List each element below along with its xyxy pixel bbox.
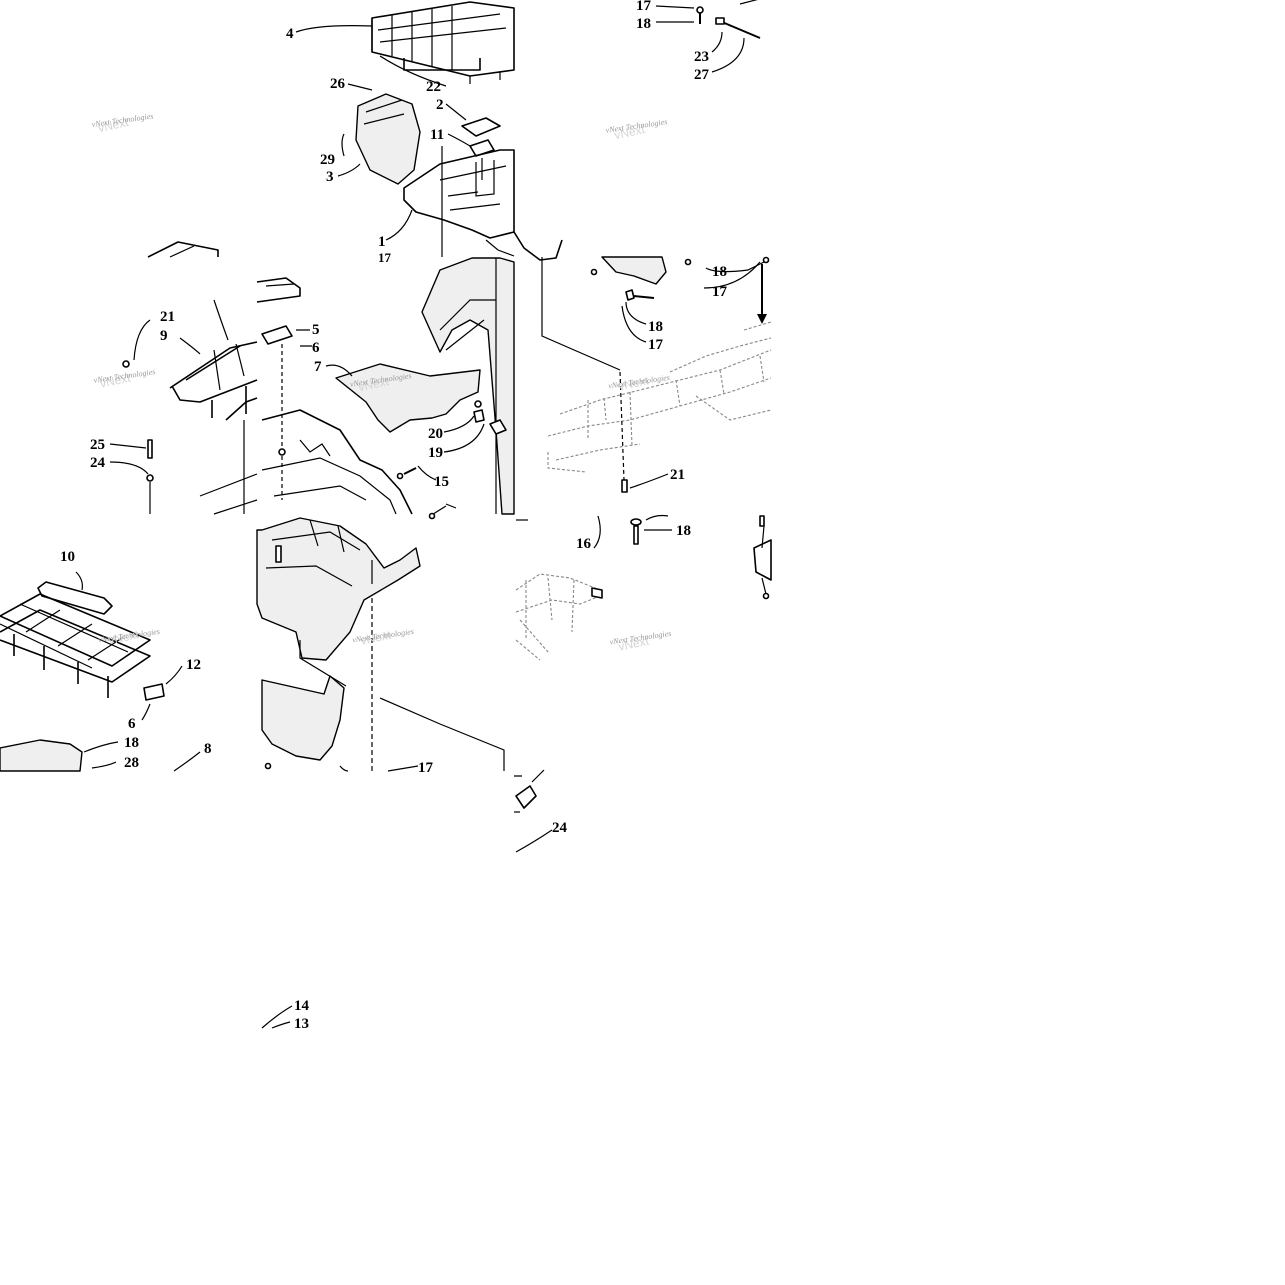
callout-17-r2: 17 bbox=[648, 337, 664, 353]
callout-1: 1 bbox=[378, 234, 386, 250]
grip-bar-10 bbox=[37, 571, 113, 615]
callout-23: 23 bbox=[694, 49, 709, 65]
callout-16: 16 bbox=[576, 536, 592, 552]
callout-20: 20 bbox=[428, 426, 443, 442]
callout-22: 22 bbox=[426, 79, 441, 95]
callout-4: 4 bbox=[286, 26, 294, 42]
callout-21-left: 21 bbox=[160, 309, 175, 325]
callout-6-mid: 6 bbox=[312, 340, 320, 356]
front-body-low-left bbox=[0, 739, 201, 772]
watermark-6: vNext vNext Technologies bbox=[98, 627, 161, 648]
callout-17-low: 17 bbox=[418, 760, 434, 776]
watermark-8: vNext vNext Technologies bbox=[609, 629, 672, 654]
bolts-18-17-right bbox=[590, 256, 770, 343]
rear-rack-low bbox=[0, 593, 183, 721]
chassis-frame bbox=[547, 321, 772, 493]
callout-17-top: 17 bbox=[636, 0, 652, 14]
rack-corner-mid-left bbox=[147, 241, 219, 258]
callout-12: 12 bbox=[186, 657, 201, 673]
callout-26: 26 bbox=[330, 76, 346, 92]
svg-text:vNext: vNext bbox=[617, 373, 651, 393]
callout-19: 19 bbox=[428, 445, 443, 461]
callout-27: 27 bbox=[694, 67, 710, 83]
front-rack-end bbox=[256, 277, 301, 303]
callout-18-low: 18 bbox=[124, 735, 139, 751]
callout-21-right: 21 bbox=[670, 467, 685, 483]
callout-18-r2: 18 bbox=[648, 319, 663, 335]
callout-6-low: 6 bbox=[128, 716, 136, 732]
body-rear-top-right bbox=[513, 231, 563, 261]
callout-5: 5 bbox=[312, 322, 320, 338]
screw-15 bbox=[396, 465, 437, 481]
callout-29: 29 bbox=[320, 152, 335, 168]
callout-17-seam: 17 bbox=[378, 250, 392, 265]
svg-text:vNext: vNext bbox=[99, 371, 133, 391]
front-body-edge-mid-left bbox=[199, 397, 258, 515]
leaders-14-13 bbox=[261, 1005, 293, 1029]
rack-spacer-5-6 bbox=[261, 325, 312, 500]
frame-lower bbox=[515, 573, 603, 661]
splash-guard bbox=[261, 598, 505, 772]
callout-11: 11 bbox=[430, 127, 444, 143]
body-rear-top bbox=[403, 146, 515, 257]
svg-text:vNext: vNext bbox=[357, 374, 391, 394]
svg-text:vNext: vNext bbox=[359, 628, 393, 648]
bracket-right bbox=[753, 515, 772, 600]
front-fender-mid bbox=[261, 257, 515, 515]
callout-8: 8 bbox=[204, 741, 212, 757]
bolt-25-24 bbox=[109, 360, 154, 514]
rear-fender-panel bbox=[355, 93, 421, 185]
watermark-2: vNext vNext Technologies bbox=[605, 117, 668, 142]
callout-3: 3 bbox=[326, 169, 334, 185]
latch-part-24 bbox=[514, 769, 553, 853]
svg-text:vNext: vNext bbox=[107, 627, 141, 647]
callout-18-r3: 18 bbox=[676, 523, 691, 539]
front-rack bbox=[133, 299, 258, 514]
bolt-20-19 bbox=[443, 400, 507, 453]
svg-text:vNext: vNext bbox=[613, 122, 647, 142]
rear-fender-corner bbox=[541, 256, 667, 371]
fender-flap-7 bbox=[325, 363, 481, 433]
leader-lines-top-center bbox=[295, 25, 471, 241]
front-fender-low bbox=[256, 503, 457, 661]
fastener-top-right bbox=[655, 0, 761, 73]
callout-17-r1: 17 bbox=[712, 284, 728, 300]
callout-18-r1: 18 bbox=[712, 264, 727, 280]
callout-2: 2 bbox=[436, 97, 444, 113]
callout-24-low: 24 bbox=[552, 820, 568, 836]
svg-text:vNext: vNext bbox=[617, 634, 651, 654]
bolts-16-18 bbox=[516, 514, 672, 549]
callout-28: 28 bbox=[124, 755, 139, 771]
seat-cover-plate bbox=[461, 117, 501, 157]
rear-rack-top bbox=[371, 1, 515, 84]
callout-13: 13 bbox=[294, 1016, 309, 1032]
frame-arrow bbox=[757, 264, 767, 324]
callout-9: 9 bbox=[160, 328, 168, 344]
callout-15: 15 bbox=[434, 474, 449, 490]
callout-7: 7 bbox=[314, 359, 322, 375]
callout-18-top: 18 bbox=[636, 16, 651, 32]
callout-24-left: 24 bbox=[90, 455, 106, 471]
callout-14: 14 bbox=[294, 998, 310, 1014]
callout-25: 25 bbox=[90, 437, 105, 453]
watermark-3: vNext vNext Technologies bbox=[93, 367, 156, 391]
callout-10: 10 bbox=[60, 549, 75, 565]
watermark-7: vNext vNext Technologies bbox=[352, 627, 415, 648]
svg-text:vNext: vNext bbox=[97, 115, 131, 135]
watermark-1: vNext vNext Technologies bbox=[91, 111, 154, 135]
